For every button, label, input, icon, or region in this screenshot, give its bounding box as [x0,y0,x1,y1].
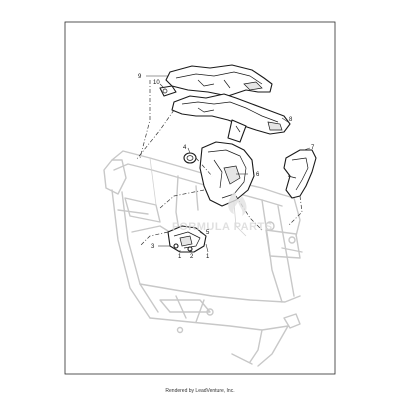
callout-8: 8 [289,117,293,123]
bracket-10 [159,85,177,97]
callout-6: 6 [256,172,260,178]
right-cover-7 [283,149,317,199]
side-panel-6 [199,141,255,207]
assembly-lines [135,80,303,247]
callout-7: 7 [311,145,315,151]
footer-credit: Rendered by LeadVenture, Inc. [165,388,234,394]
callouts: 9 10 8 4 6 7 5 3 1 2 1 [138,74,315,260]
callout-1b: 1 [206,254,210,260]
callout-2: 2 [190,254,194,260]
page-border [64,21,336,375]
watermark-text: FORMULA PARTS [172,221,273,233]
leader-lines [146,75,311,253]
flame-icon [228,192,247,216]
callout-3: 3 [151,244,155,250]
callout-4: 4 [183,145,187,151]
callout-9: 9 [138,74,142,80]
callout-10: 10 [153,80,160,86]
middle-cover-8 [171,93,291,143]
grommet-4 [183,152,197,164]
callout-5: 5 [206,230,210,236]
watermark: FORMULA PARTS [172,192,273,233]
lower-cover-assembly [167,225,207,253]
upper-cover-9 [165,64,273,97]
callout-1a: 1 [178,254,182,260]
